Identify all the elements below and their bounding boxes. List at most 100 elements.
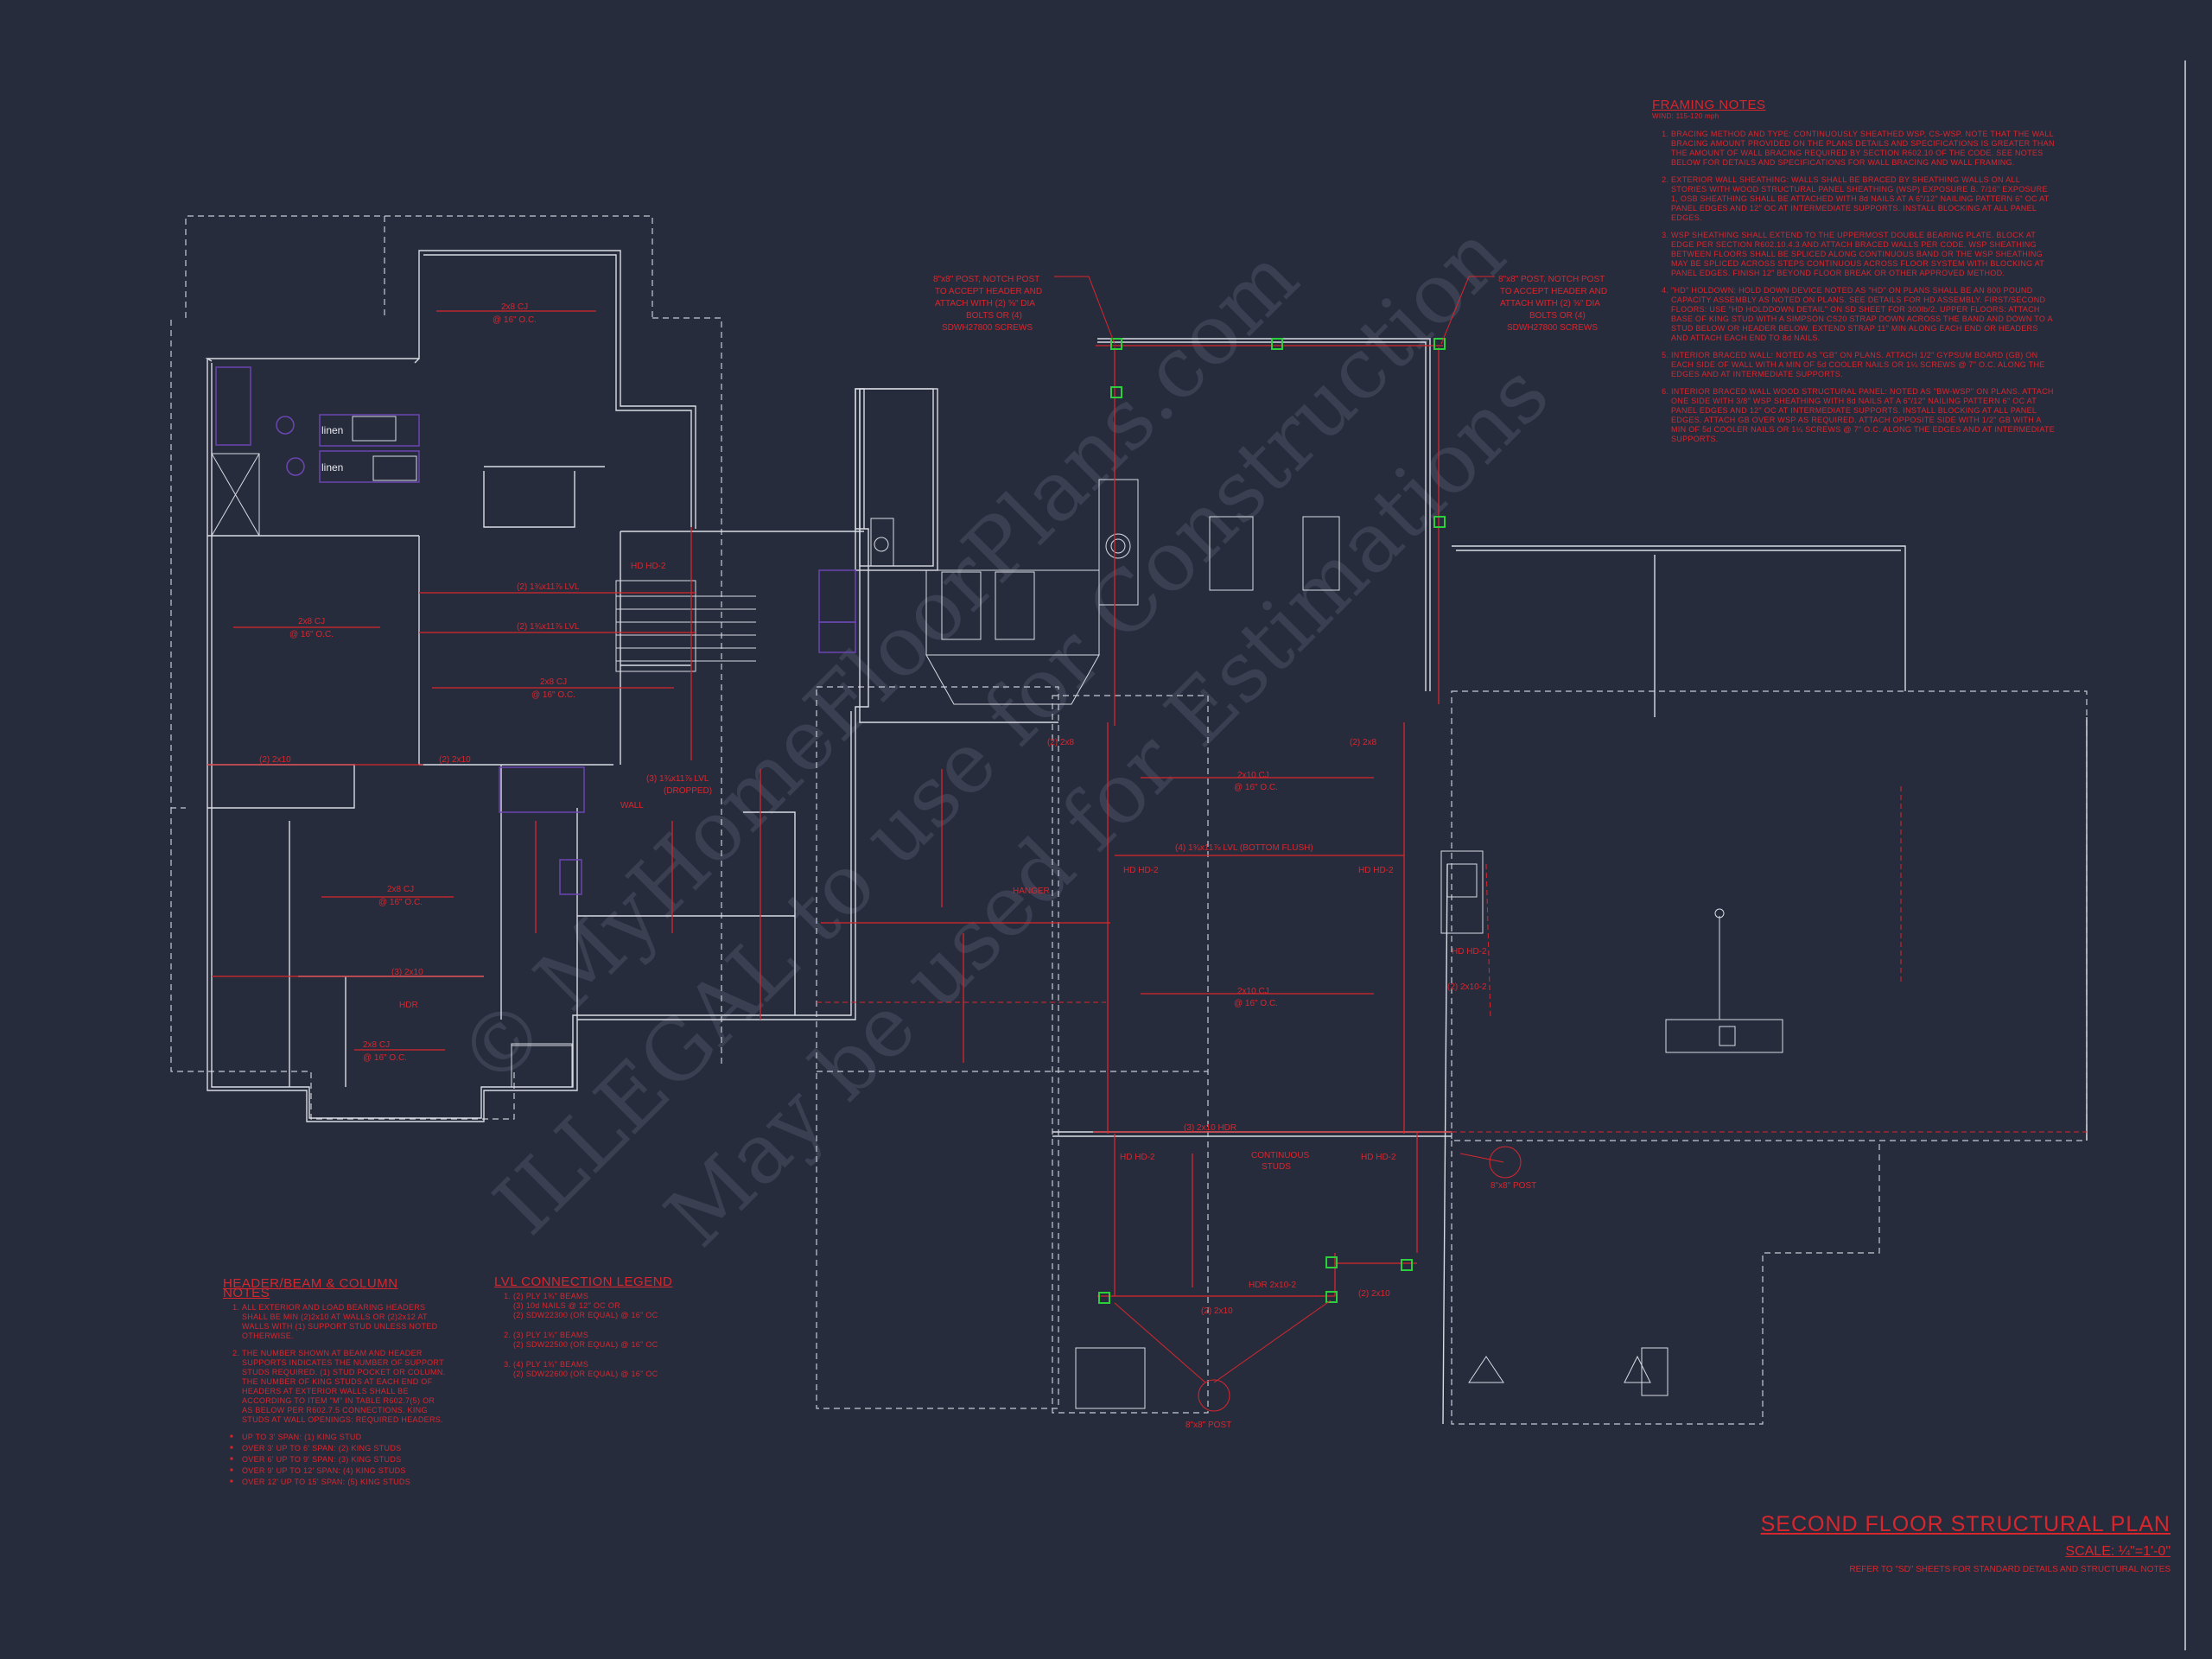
cont-studs-1: CONTINUOUS (1251, 1151, 1310, 1160)
wall-label: WALL (620, 801, 644, 810)
callout-left-3: ATTACH WITH (2) ⅝" DIA (935, 299, 1035, 308)
framing-note-3: WSP SHEATHING SHALL EXTEND TO THE UPPERM… (1671, 231, 2056, 278)
king-stud-rule-3: OVER 6' UP TO 9' SPAN: (3) KING STUDS (230, 1455, 446, 1465)
callout-left-5: SDWH27800 SCREWS (942, 323, 1033, 333)
linen-label-1: linen (321, 424, 343, 436)
hd-label-6: HD HD-2 (1452, 947, 1487, 957)
post-markers (1098, 338, 1446, 1304)
callout-right-5: SDWH27800 SCREWS (1507, 323, 1598, 333)
callout-left-1: 8"x8" POST, NOTCH POST (933, 275, 1039, 284)
joist-label-4: 2x8 CJ (387, 885, 414, 894)
joist-oc-3: @ 16" O.C. (531, 690, 575, 700)
joist-label-1: 2x8 CJ (501, 302, 528, 312)
lvl-group-2-line-2: (2) SDW22500 (OR EQUAL) @ 16" OC (513, 1340, 658, 1349)
framing-note-5: INTERIOR BRACED WALL: NOTED AS "GB" ON P… (1671, 351, 2056, 379)
framing-note-1: BRACING METHOD AND TYPE: CONTINUOUSLY SH… (1671, 130, 2056, 168)
header-notes-title: HEADER/BEAM & COLUMN NOTES (223, 1276, 398, 1300)
joist-label-2: 2x8 CJ (298, 617, 325, 626)
framing-members (207, 310, 1452, 1297)
header-15: (2) 2x10 (1358, 1289, 1390, 1299)
cont-studs-2: STUDS (1262, 1162, 1291, 1172)
hd-label-3: HD HD-2 (1358, 866, 1394, 875)
joist-label-7: 2x8 CJ (363, 1040, 390, 1050)
lvl-bottom-flush: (4) 1¾x11⅞ LVL (BOTTOM FLUSH) (1175, 843, 1313, 853)
hd-label-5: HD HD-2 (1361, 1153, 1396, 1162)
hd-label-1: HD HD-2 (631, 562, 666, 571)
king-stud-rule-5: OVER 12' UP TO 15' SPAN: (5) KING STUDS (230, 1478, 446, 1487)
sheet-border (2184, 60, 2186, 1650)
lvl-group-2-line-1: (3) PLY 1¾" BEAMS (513, 1331, 588, 1339)
lvl-group-3-line-2: (2) SDW22600 (OR EQUAL) @ 16" OC (513, 1370, 658, 1378)
sheet-scale: SCALE: ¼"=1'-0" (2065, 1544, 2171, 1559)
header-note-1: ALL EXTERIOR AND LOAD BEARING HEADERS SH… (242, 1303, 446, 1341)
joist-oc-4: @ 16" O.C. (378, 898, 423, 907)
framing-notes-subtitle: WIND: 115-120 mph (1652, 112, 1719, 120)
callout-left-2: TO ACCEPT HEADER AND (935, 287, 1042, 296)
joist-label-5: 2x10 CJ (1237, 771, 1269, 780)
post-tag-1: 8"x8" POST (1185, 1421, 1231, 1430)
framing-dashed (817, 786, 2087, 1133)
lvl-group-1-line-2: (3) 10d NAILS @ 12" OC OR (513, 1301, 620, 1310)
callout-leaders (1054, 276, 1522, 1412)
header-14: (2) 2x10-2 (1447, 982, 1487, 992)
linen-label-2: linen (321, 461, 343, 474)
header-5: (2) 2x8 (1350, 738, 1377, 747)
lvl-group-3-line-1: (4) PLY 1¾" BEAMS (513, 1360, 588, 1369)
lvl-group-3: (4) PLY 1¾" BEAMS (2) SDW22600 (OR EQUAL… (513, 1360, 693, 1379)
callout-left-4: BOLTS OR (4) (966, 311, 1022, 321)
lvl-group-1-line-3: (2) SDW22300 (OR EQUAL) @ 16" OC (513, 1311, 658, 1319)
lvl-group-1-line-1: (2) PLY 1¾" BEAMS (513, 1292, 588, 1300)
framing-notes: FRAMING NOTES WIND: 115-120 mph BRACING … (1652, 98, 2056, 452)
joist-label-6: 2x10 CJ (1237, 987, 1269, 996)
joist-oc-2: @ 16" O.C. (289, 630, 334, 639)
header-3: (3) 2x10 (391, 968, 423, 977)
watermark-line-2: ILLEGAL to use for Construction (476, 206, 1523, 1253)
header-13: HDR 2x10-2 (1249, 1281, 1296, 1290)
king-stud-rule-4: OVER 9' UP TO 12' SPAN: (4) KING STUDS (230, 1466, 446, 1476)
header-4: (2) 2x8 (1047, 738, 1075, 747)
hd-label-4: HD HD-2 (1120, 1153, 1155, 1162)
lvl-label-a: (2) 1¾x11⅞ LVL (517, 582, 580, 592)
fixtures (211, 416, 1783, 1409)
roof-outline (170, 215, 2088, 1425)
callout-right-4: BOLTS OR (4) (1529, 311, 1586, 321)
framing-note-2: EXTERIOR WALL SHEATHING: WALLS SHALL BE … (1671, 175, 2056, 223)
title-block: SECOND FLOOR STRUCTURAL PLAN SCALE: ¼"=1… (1761, 1512, 2171, 1574)
joist-oc-5: @ 16" O.C. (1234, 783, 1278, 792)
sheet-title: SECOND FLOOR STRUCTURAL PLAN (1760, 1512, 2171, 1536)
king-stud-rule-2: OVER 3' UP TO 6' SPAN: (2) KING STUDS (230, 1444, 446, 1453)
header-1: (2) 2x10 (259, 755, 291, 765)
lvl-connection-legend: LVL CONNECTION LEGEND (2) PLY 1¾" BEAMS … (494, 1274, 693, 1389)
lvl-dropped: (3) 1¾x11⅞ LVL (646, 774, 709, 784)
framing-note-6: INTERIOR BRACED WALL WOOD STRUCTURAL PAN… (1671, 387, 2056, 444)
callout-right-1: 8"x8" POST, NOTCH POST (1498, 275, 1605, 284)
king-stud-rule-1: UP TO 3' SPAN: (1) KING STUD (230, 1433, 446, 1442)
lvl-group-1: (2) PLY 1¾" BEAMS (3) 10d NAILS @ 12" OC… (513, 1292, 693, 1320)
joist-label-3: 2x8 CJ (540, 677, 567, 687)
header-note-2: THE NUMBER SHOWN AT BEAM AND HEADER SUPP… (242, 1349, 446, 1425)
header-17: (2) 2x10 (1201, 1306, 1233, 1316)
header-beam-notes: HEADER/BEAM & COLUMN NOTES ALL EXTERIOR … (223, 1276, 446, 1489)
sheet-refer-note: REFER TO "SD" SHEETS FOR STANDARD DETAIL… (1849, 1565, 2171, 1574)
bath-fixtures (215, 366, 856, 895)
callout-right-3: ATTACH WITH (2) ⅝" DIA (1500, 299, 1600, 308)
joist-oc-6: @ 16" O.C. (1234, 999, 1278, 1008)
post-tag-2: 8"x8" POST (1491, 1181, 1536, 1191)
plan-labels: 8"x8" POST, NOTCH POST TO ACCEPT HEADER … (259, 275, 1607, 1430)
header-11: HDR (399, 1001, 418, 1010)
lvl-group-2: (3) PLY 1¾" BEAMS (2) SDW22500 (OR EQUAL… (513, 1331, 693, 1350)
lvl-legend-title: LVL CONNECTION LEGEND (494, 1274, 673, 1289)
lvl-label-b: (2) 1¾x11⅞ LVL (517, 622, 580, 632)
joist-oc-7: @ 16" O.C. (363, 1053, 407, 1063)
joist-oc-1: @ 16" O.C. (493, 315, 537, 325)
header-2: (2) 2x10 (439, 755, 471, 765)
header-9: (3) 2x10 HDR (1184, 1123, 1236, 1133)
framing-note-4: "HD" HOLDOWN: HOLD DOWN DEVICE NOTED AS … (1671, 286, 2056, 343)
hanger-label: HANGER (1013, 887, 1050, 896)
hd-label-2: HD HD-2 (1123, 866, 1159, 875)
stairs (615, 580, 756, 672)
framing-notes-title: FRAMING NOTES (1652, 98, 1766, 112)
callout-right-2: TO ACCEPT HEADER AND (1500, 287, 1607, 296)
